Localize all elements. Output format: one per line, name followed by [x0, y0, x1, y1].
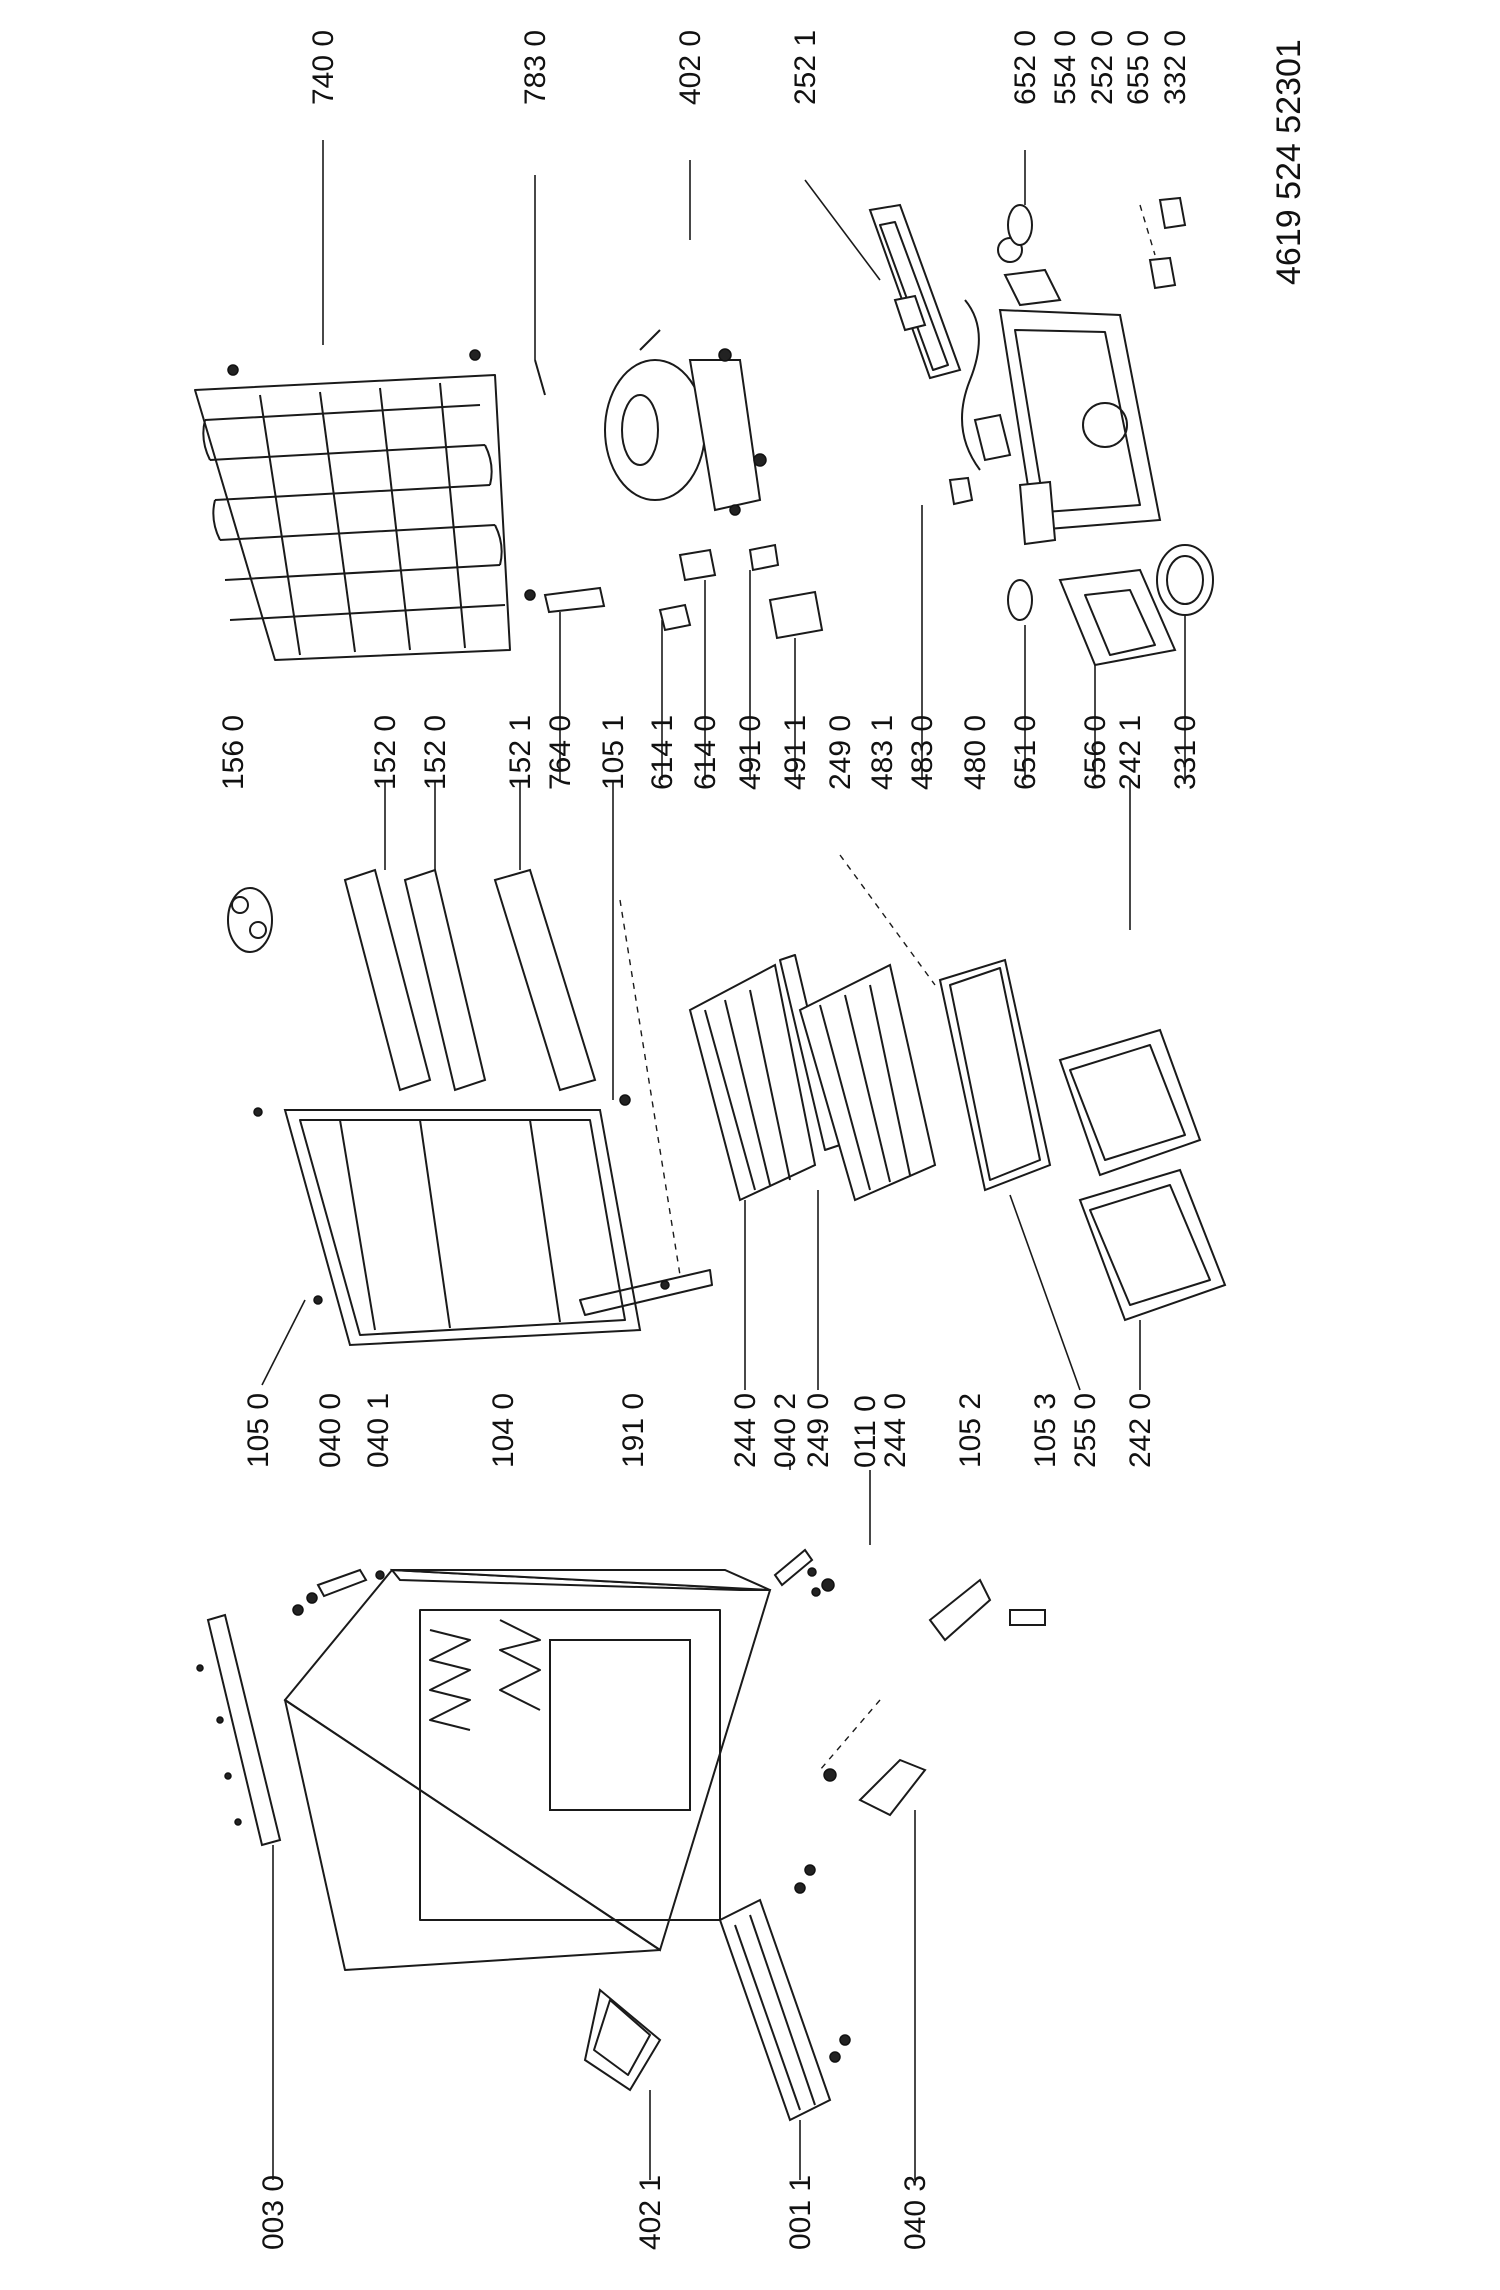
- label-104-0: 104 0: [487, 1393, 520, 1468]
- door-hinge-plate: [928, 1578, 1046, 1642]
- control-bracket: [868, 203, 962, 380]
- cabinet-body: [283, 1568, 772, 1971]
- label-652-0: 652 0: [1009, 30, 1042, 105]
- overload-protector: [748, 543, 780, 572]
- label-764-0: 764 0: [544, 715, 577, 790]
- label-483-0: 483 0: [906, 715, 939, 790]
- start-relay: [678, 548, 717, 582]
- relay-cover: [768, 590, 824, 640]
- label-554-0: 554 0: [1049, 30, 1082, 105]
- label-483-1: 483 1: [866, 715, 899, 790]
- wire-shelf-upper: [688, 954, 841, 1202]
- label-242-0: 242 0: [1124, 1393, 1157, 1468]
- label-040-1: 040 1: [362, 1393, 395, 1468]
- label-740-0: 740 0: [307, 30, 340, 105]
- condenser-coil: [194, 349, 536, 661]
- crisper-drawer-1: [1058, 1028, 1202, 1177]
- door-switch: [1148, 256, 1177, 290]
- label-152-1: 152 1: [504, 715, 537, 790]
- label-255-0: 255 0: [1069, 1393, 1102, 1468]
- label-242-1: 242 1: [1114, 715, 1147, 790]
- seal-ring: [1156, 544, 1214, 616]
- lamp-bulb-lower: [1007, 579, 1033, 621]
- document-code: 4619 524 52301: [1270, 39, 1308, 285]
- label-001-1: 001 1: [784, 2175, 817, 2250]
- label-105-2: 105 2: [954, 1393, 987, 1468]
- upper-bracket: [292, 1568, 385, 1616]
- filter-drier: [543, 586, 606, 614]
- egg-tray: [227, 887, 273, 953]
- door-bin-3: [493, 868, 597, 1092]
- label-011-0: 011 0: [849, 1395, 882, 1468]
- label-651-0: 651 0: [1009, 715, 1042, 790]
- glass-shelf: [938, 958, 1052, 1192]
- lamp-bulb: [1007, 204, 1033, 246]
- label-480-0: 480 0: [959, 715, 992, 790]
- label-105-1: 105 1: [597, 715, 630, 790]
- inner-door: [253, 1094, 713, 1347]
- label-783-0: 783 0: [519, 30, 552, 105]
- label-614-0: 614 0: [689, 715, 722, 790]
- thermostat-housing: [998, 308, 1162, 546]
- label-252-1: 252 1: [789, 30, 822, 105]
- door-bin-2: [403, 868, 487, 1092]
- label-252-0: 252 0: [1086, 30, 1119, 105]
- lower-hinge-bracket: [773, 1548, 927, 1817]
- label-003-0: 003 0: [257, 2175, 290, 2250]
- compressor: [604, 329, 767, 516]
- lamp-holder: [997, 237, 1062, 307]
- label-105-0: 105 0: [242, 1393, 275, 1468]
- label-402-0: 402 0: [674, 30, 707, 105]
- label-152-0-a: 152 0: [369, 715, 402, 790]
- relay-clip: [658, 603, 692, 632]
- capillary-tube: [534, 359, 546, 396]
- label-655-0: 655 0: [1122, 30, 1155, 105]
- label-332-0: 332 0: [1159, 30, 1192, 105]
- label-105-3: 105 3: [1029, 1393, 1062, 1468]
- label-249-0-b: 249 0: [824, 715, 857, 790]
- top-hinge-bar: [196, 1613, 282, 1847]
- label-249-0-a: 249 0: [802, 1393, 835, 1468]
- label-152-0-b: 152 0: [419, 715, 452, 790]
- lamp-cover: [1058, 568, 1177, 667]
- crisper-drawer-2: [1078, 1168, 1227, 1322]
- base-rail: [718, 1864, 851, 2122]
- label-402-1: 402 1: [634, 2175, 667, 2250]
- wiring-harness: [948, 299, 1012, 506]
- label-040-3: 040 3: [899, 2175, 932, 2250]
- label-331-0: 331 0: [1169, 715, 1202, 790]
- label-491-1: 491 1: [779, 715, 812, 790]
- leader-lines: [261, 140, 1186, 2180]
- label-040-0: 040 0: [314, 1393, 347, 1468]
- switch-button: [1158, 196, 1187, 230]
- label-244-0-a: 244 0: [729, 1393, 762, 1468]
- door-bin-1: [343, 868, 432, 1092]
- label-040-2: 040 2: [769, 1393, 802, 1468]
- drip-tray: [583, 1988, 662, 2092]
- label-191-0: 191 0: [617, 1393, 650, 1468]
- label-244-0-b: 244 0: [879, 1393, 912, 1468]
- label-656-0: 656 0: [1079, 715, 1112, 790]
- part-labels: 003 0 402 1 001 1 040 3 105 0 040 0 040 …: [217, 30, 1308, 2250]
- label-491-0: 491 0: [734, 715, 767, 790]
- label-156-0: 156 0: [217, 715, 250, 790]
- label-614-1: 614 1: [646, 715, 679, 790]
- wire-shelf-lower: [798, 963, 937, 1202]
